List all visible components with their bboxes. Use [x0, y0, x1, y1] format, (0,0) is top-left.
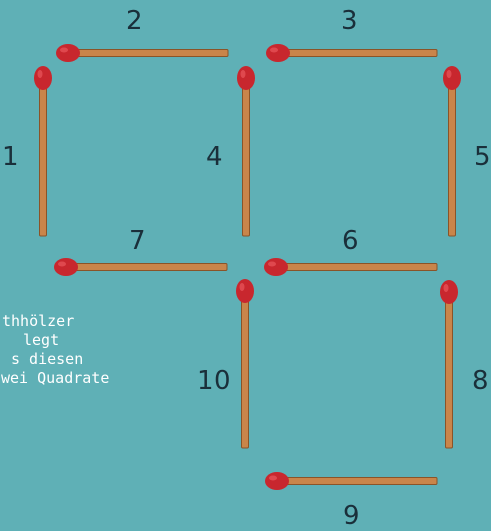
matchstick-8-shine: [444, 284, 449, 292]
matchstick-1-stick: [40, 80, 47, 236]
matchstick-3-shine: [270, 48, 278, 53]
match-label-10: 10: [197, 368, 231, 394]
matchstick-3-stick: [280, 50, 437, 57]
matchstick-10[interactable]: [236, 279, 254, 448]
matchstick-2-shine: [60, 48, 68, 53]
matchstick-8[interactable]: [440, 280, 458, 448]
match-label-6: 6: [342, 228, 359, 254]
matchstick-2-stick: [70, 50, 228, 57]
matchstick-4[interactable]: [237, 66, 255, 236]
matchstick-8-stick: [446, 294, 453, 448]
matchstick-10-stick: [242, 293, 249, 448]
matchstick-1-head: [34, 66, 52, 90]
match-label-7: 7: [129, 228, 146, 254]
matchstick-3[interactable]: [266, 44, 437, 62]
matchstick-9[interactable]: [265, 472, 437, 490]
matchstick-5-shine: [447, 70, 452, 78]
match-label-1: 1: [2, 144, 19, 170]
matchstick-7[interactable]: [54, 258, 227, 276]
matchstick-9-shine: [269, 476, 277, 481]
instruction-line-4: wei Quadrate: [0, 369, 200, 388]
instruction-line-3: s diesen: [0, 350, 200, 369]
match-label-3: 3: [341, 8, 358, 34]
matchstick-7-stick: [68, 264, 227, 271]
matchstick-2[interactable]: [56, 44, 228, 62]
matchstick-1[interactable]: [34, 66, 52, 236]
matchstick-9-stick: [279, 478, 437, 485]
match-label-4: 4: [206, 144, 223, 170]
matchstick-8-head: [440, 280, 458, 304]
matchstick-4-stick: [243, 80, 250, 236]
matchstick-4-shine: [241, 70, 246, 78]
instruction-text: thhölzer legt s diesen wei Quadrate: [0, 312, 200, 388]
match-label-2: 2: [126, 8, 143, 34]
matchstick-10-head: [236, 279, 254, 303]
match-label-5: 5: [474, 144, 491, 170]
matchstick-5-stick: [449, 80, 456, 236]
matchstick-6[interactable]: [264, 258, 437, 276]
match-label-9: 9: [343, 503, 360, 529]
matchstick-4-head: [237, 66, 255, 90]
matchstick-7-shine: [58, 262, 66, 267]
matchstick-5[interactable]: [443, 66, 461, 236]
matchstick-5-head: [443, 66, 461, 90]
matchstick-6-shine: [268, 262, 276, 267]
matchstick-6-head: [264, 258, 288, 276]
matchstick-6-stick: [278, 264, 437, 271]
matchstick-3-head: [266, 44, 290, 62]
matchstick-10-shine: [240, 283, 245, 291]
instruction-line-2: legt: [0, 331, 200, 350]
matchstick-7-head: [54, 258, 78, 276]
match-label-8: 8: [472, 368, 489, 394]
matchstick-1-shine: [38, 70, 43, 78]
matchstick-2-head: [56, 44, 80, 62]
instruction-line-1: thhölzer: [0, 312, 200, 331]
matchstick-9-head: [265, 472, 289, 490]
